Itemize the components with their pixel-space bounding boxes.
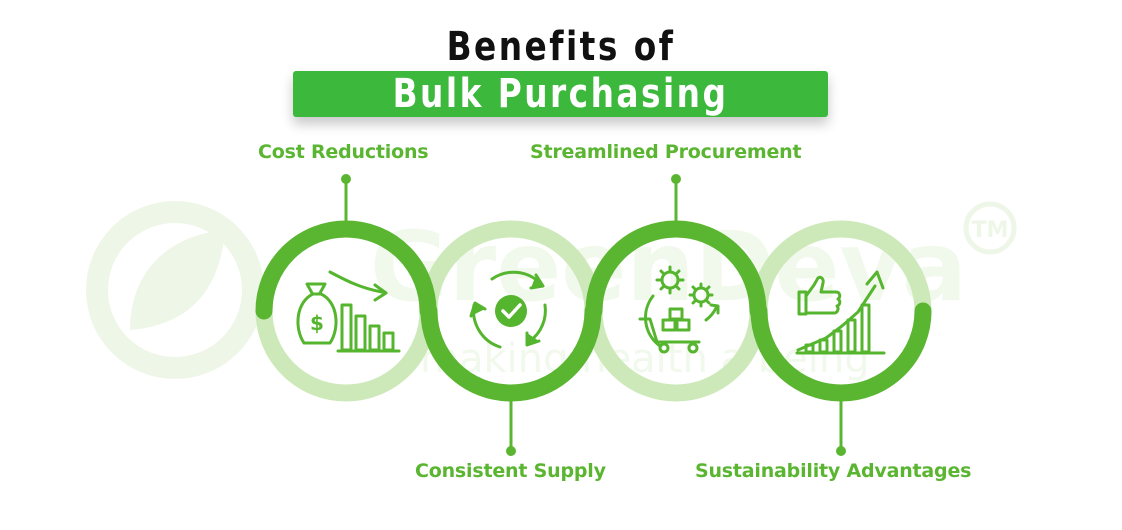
benefit-label-consistent-supply: Consistent Supply [415, 460, 606, 482]
svg-text:$: $ [310, 311, 324, 335]
benefit-label-streamlined-procurement: Streamlined Procurement [530, 141, 802, 163]
title-line1: Benefits of [446, 24, 676, 70]
connector-4-dot [836, 446, 846, 456]
benefit-label-sustainability-advantages: Sustainability Advantages [695, 460, 972, 482]
gears-cart-icon [638, 265, 720, 354]
connector-1-dot [341, 174, 351, 184]
ring-1-dark-top [255, 220, 437, 320]
watermark-leaf-logo [86, 201, 264, 379]
ring-3-dark-top [585, 220, 767, 320]
title-line2: Bulk Purchasing [392, 71, 729, 117]
ring-4-dark-bottom [750, 302, 932, 402]
ring-2-dark-bottom [420, 302, 602, 402]
benefit-label-cost-reductions: Cost Reductions [258, 141, 429, 163]
connectors [341, 174, 846, 456]
cycle-check-icon [469, 270, 547, 349]
connector-3-dot [671, 174, 681, 184]
rings [255, 220, 932, 402]
watermark-leaf-icon [130, 230, 225, 330]
thumbs-up-growth-chart-icon [795, 270, 886, 355]
connector-2-dot [506, 446, 516, 456]
title-banner: Bulk Purchasing [293, 71, 828, 117]
money-bag-declining-chart-icon: $ [296, 270, 401, 353]
watermark-trademark: TM [972, 218, 1009, 243]
watermark-trademark-circle [963, 201, 1017, 255]
